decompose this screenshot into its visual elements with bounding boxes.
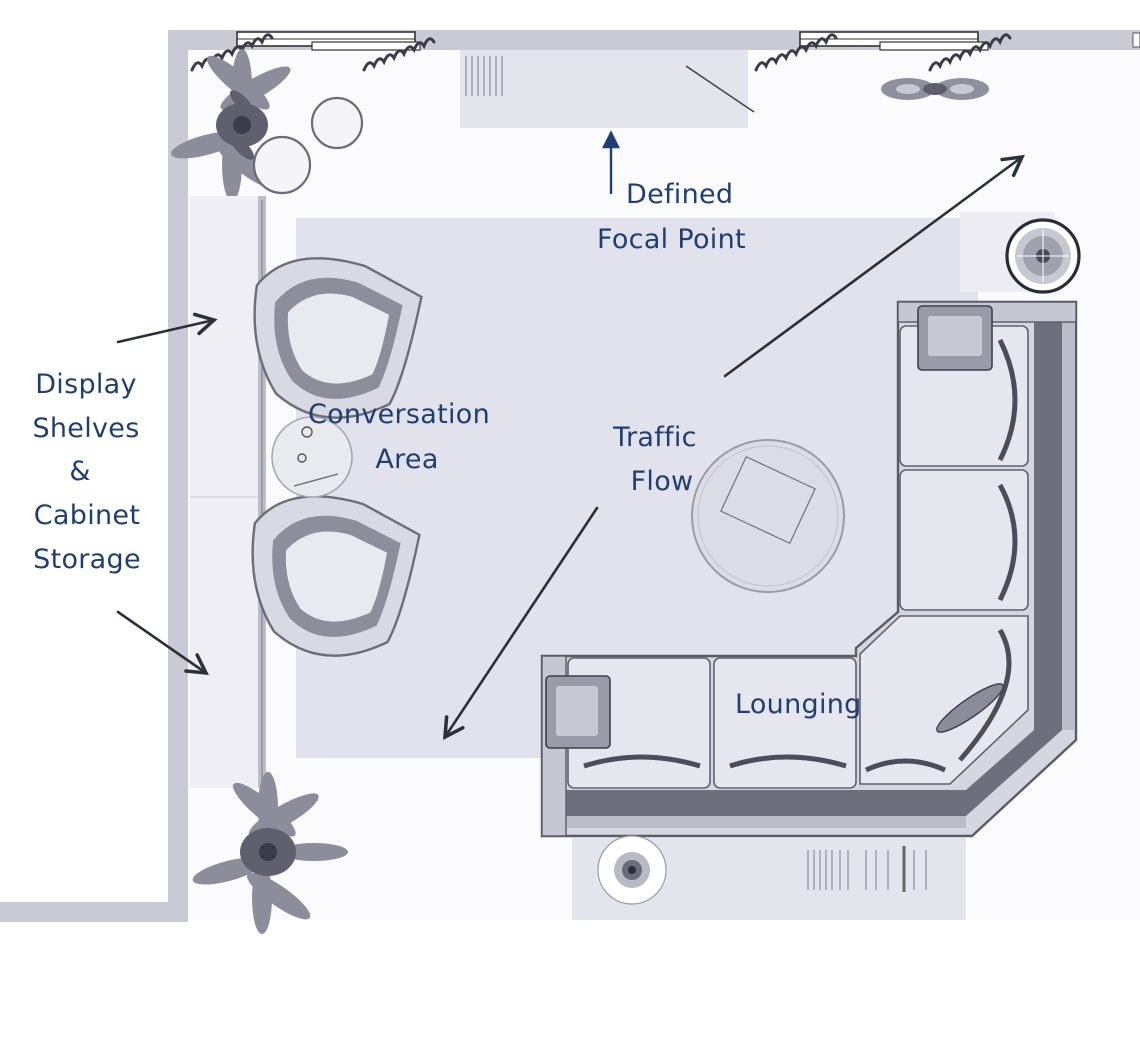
floor-lamp-icon xyxy=(960,212,1081,294)
label-display-line3: & xyxy=(69,456,90,487)
label-display-line2: Shelves xyxy=(32,413,139,444)
label-traffic-line1: Traffic xyxy=(612,422,697,453)
arrow-traffic-up xyxy=(723,154,1025,378)
traffic-flow-label: Traffic Flow xyxy=(612,422,697,497)
arrow-display-lower xyxy=(116,610,209,676)
label-display-line4: Cabinet xyxy=(34,500,140,531)
plant-icon xyxy=(192,772,348,934)
display-shelves-icon xyxy=(190,196,266,788)
armchair-icon xyxy=(253,257,423,419)
label-conversation-line1: Conversation xyxy=(308,399,490,430)
arrow-traffic-down xyxy=(443,506,599,741)
lounging-label: Lounging xyxy=(735,689,862,720)
focal-point-label: Defined Focal Point xyxy=(597,179,746,255)
window-icon xyxy=(799,31,989,51)
conversation-area-label: Conversation Area xyxy=(308,399,490,475)
window-icon xyxy=(236,31,421,51)
decor-object-icon xyxy=(881,78,989,100)
side-table-icon xyxy=(271,416,353,498)
label-traffic-line2: Flow xyxy=(631,466,694,497)
label-display-line1: Display xyxy=(35,369,137,400)
display-shelves-label: Display Shelves & Cabinet Storage xyxy=(32,369,140,575)
table-lamp-icon xyxy=(597,835,667,905)
label-display-line5: Storage xyxy=(33,544,141,575)
label-focal-line1: Defined xyxy=(626,179,733,210)
label-conversation-line2: Area xyxy=(375,444,438,475)
wall-end-cap xyxy=(1132,32,1140,48)
coffee-table-icon xyxy=(691,439,845,593)
side-table-icon xyxy=(252,96,364,195)
armchair-icon xyxy=(251,495,421,657)
arrow-display-upper xyxy=(116,312,218,344)
tv-console-icon xyxy=(460,50,755,128)
label-focal-line2: Focal Point xyxy=(597,224,746,255)
sectional-sofa-icon xyxy=(540,300,1078,838)
curtain-icon xyxy=(190,33,1012,72)
